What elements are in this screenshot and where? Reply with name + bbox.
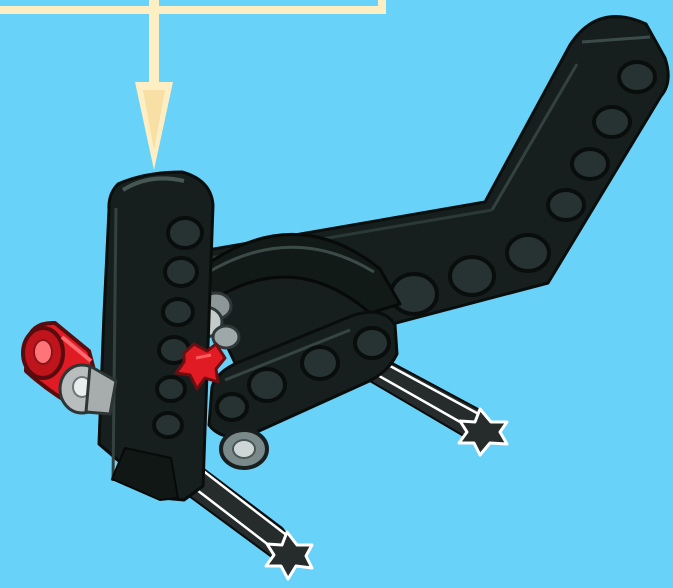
connector-pin [221,430,267,468]
vertical-beam [99,172,213,500]
angled-beam [205,17,668,365]
callout-arrow-icon [135,0,173,170]
callout-frame [0,0,382,10]
